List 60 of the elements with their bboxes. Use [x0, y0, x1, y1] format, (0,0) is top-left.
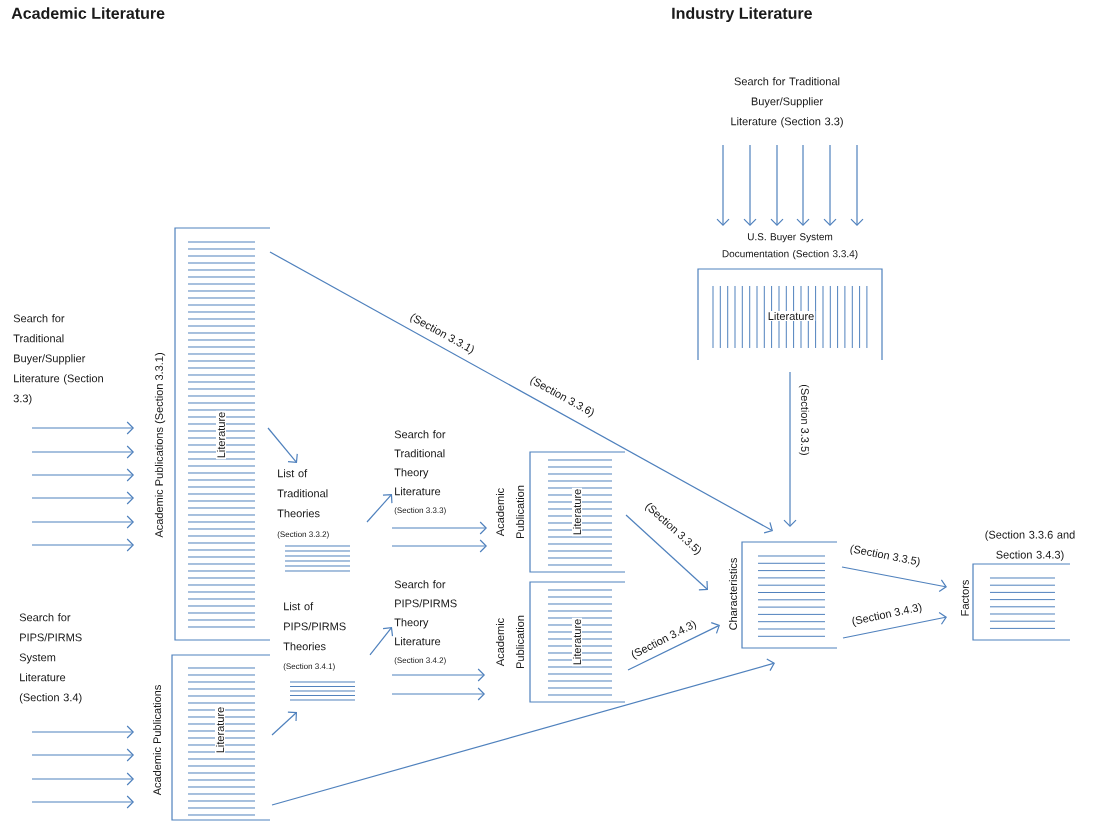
arrow	[31, 795, 134, 809]
arrow	[31, 491, 134, 505]
arrow	[391, 521, 487, 535]
arrow	[391, 668, 485, 682]
arrow	[770, 144, 784, 226]
arrow	[842, 611, 947, 639]
arrow	[31, 725, 134, 739]
arrow	[841, 566, 947, 593]
arrow	[31, 445, 134, 459]
search-step-text: Search for Traditional Buyer/Supplier Literature (Section 3.3)	[731, 77, 843, 128]
arrow	[31, 538, 134, 552]
arrow	[716, 144, 730, 226]
search-step-text: Search for PIPS/PIRMS System Literature (Section 3.4)	[19, 613, 82, 704]
section-ref: (Section 3.4.2)	[394, 657, 446, 665]
search-step-text: Search for PIPS/PIRMS Theory Literature	[394, 580, 457, 646]
arrow	[391, 687, 485, 701]
arrow	[31, 421, 134, 435]
section-ref: (Section 3.4.1)	[283, 663, 335, 671]
box-heading: Academic Publication	[495, 615, 525, 668]
arrow	[271, 658, 775, 806]
arrow	[783, 371, 797, 527]
literature-label: Literature	[571, 487, 583, 537]
arrow	[796, 144, 810, 226]
list-heading: List of Traditional Theories	[277, 469, 328, 518]
edge-label: (Section 3.4.3)	[849, 601, 925, 629]
box-heading: Academic Publication	[495, 485, 525, 538]
edge-label: (Section 3.3.5)	[797, 383, 811, 457]
literature-label: Literature	[766, 310, 816, 322]
search-step-text: Search for Traditional Buyer/Supplier Literature (Section 3.3)	[13, 314, 103, 405]
box-heading: Academic Publications (Section 3.3.1)	[154, 353, 166, 538]
arrow	[369, 627, 394, 656]
section-ref: (Section 3.3.2)	[277, 531, 329, 539]
literature-label: Literature	[214, 705, 226, 755]
arrow	[31, 515, 134, 529]
arrow	[391, 539, 487, 553]
section-title: Academic Literature	[11, 7, 165, 19]
box-heading: U.S. Buyer System Documentation (Section 3.3.4)	[722, 233, 858, 260]
arrow	[625, 514, 708, 591]
literature-label: Literature	[215, 410, 227, 460]
section-title: Industry Literature	[672, 7, 812, 23]
arrow	[366, 494, 393, 523]
search-step-text: Search for Traditional Theory Literature	[394, 430, 446, 496]
box-heading: Factors	[961, 580, 969, 616]
box-heading: Academic Publications	[152, 685, 162, 796]
section-ref: (Section 3.3.3)	[394, 507, 446, 515]
box-heading: Characteristics	[728, 558, 738, 630]
arrow	[823, 144, 837, 226]
arrow	[269, 251, 773, 534]
arrow	[31, 748, 134, 762]
edge-label: (Section 3.3.5)	[847, 542, 923, 569]
arrow	[627, 622, 720, 671]
box-heading: (Section 3.3.6 and Section 3.4.3)	[985, 530, 1075, 561]
arrow	[31, 468, 134, 482]
arrow	[271, 711, 297, 736]
literature-label: Literature	[571, 617, 583, 667]
arrow	[31, 772, 134, 786]
arrow	[850, 144, 864, 226]
arrow	[267, 427, 298, 463]
list-heading: List of PIPS/PIRMS Theories	[283, 602, 346, 651]
arrow	[743, 144, 757, 226]
